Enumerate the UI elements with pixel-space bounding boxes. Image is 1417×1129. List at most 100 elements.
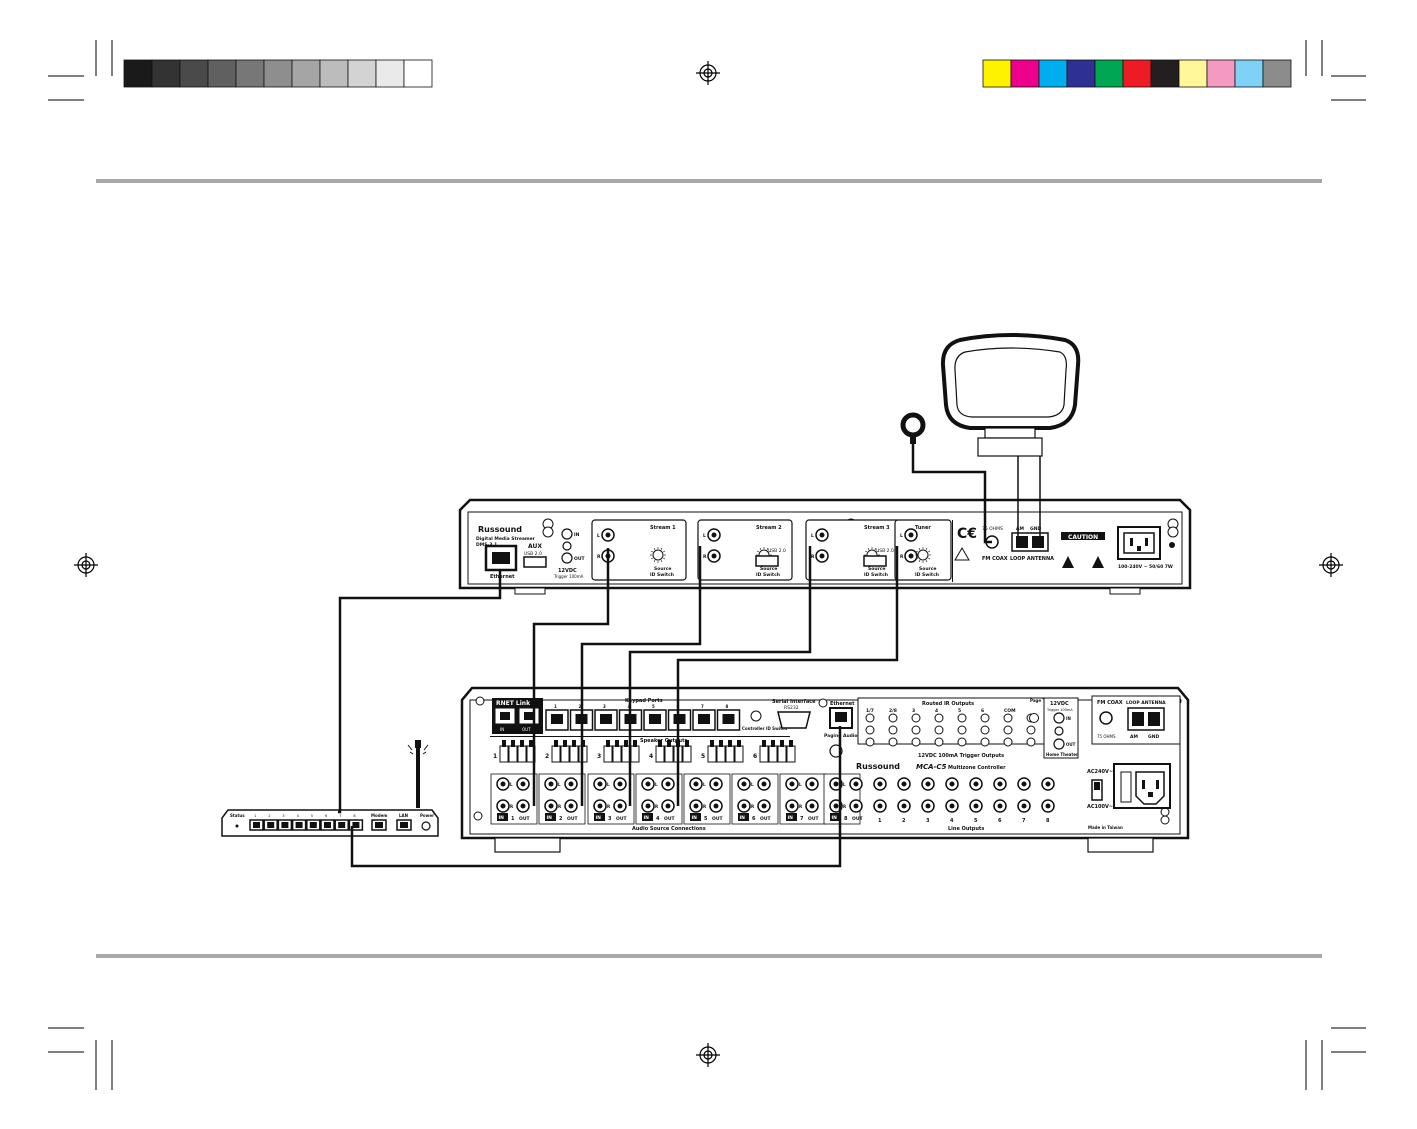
speaker-output-number: 5 (701, 753, 705, 760)
audio-source-label: Audio Source Connections (632, 826, 706, 832)
ir-jack[interactable] (911, 725, 921, 735)
left-channel-label: L (655, 782, 658, 787)
ir-jack[interactable] (911, 737, 921, 747)
source-id-switch[interactable] (652, 549, 664, 561)
color-swatch (1206, 59, 1236, 88)
usb-port[interactable] (863, 555, 887, 567)
color-swatch (1122, 59, 1152, 88)
keypad-ports-label: Keypad Ports (625, 698, 663, 704)
controller-fm-coax-jack[interactable] (1099, 711, 1113, 725)
source-id-switch[interactable] (917, 549, 929, 561)
ir-jack[interactable] (934, 737, 944, 747)
ir-jack[interactable] (865, 713, 875, 723)
controller-trigger-out-jack[interactable] (1053, 738, 1065, 750)
ir-jack[interactable] (1026, 725, 1036, 735)
streamer-power-rating: 100-240V ~ 50/60 7W (1118, 564, 1173, 570)
speaker-terminal-block[interactable] (759, 740, 796, 763)
source-out-label: OUT (567, 816, 578, 822)
speaker-terminal-block[interactable] (603, 740, 640, 763)
right-channel-label: R (751, 804, 754, 809)
controller-trigger-in: IN (1066, 716, 1071, 721)
ir-jack[interactable] (980, 725, 990, 735)
left-channel-label: L (811, 533, 814, 539)
ir-jack[interactable] (980, 737, 990, 747)
ir-jack[interactable] (1003, 737, 1013, 747)
color-swatch (1234, 59, 1264, 88)
streamer-trigger-sub: Trigger 100mA (553, 574, 584, 579)
usb-port[interactable] (755, 555, 779, 567)
color-swatch (403, 59, 433, 88)
router-port-number: 8 (353, 814, 355, 818)
router-power-label: Power (420, 813, 434, 818)
controller-id-switch[interactable] (750, 710, 762, 722)
color-swatch (1262, 59, 1292, 88)
ir-jack[interactable] (911, 713, 921, 723)
ir-jack[interactable] (980, 713, 990, 723)
streamer-trigger-label: 12VDC (558, 568, 577, 574)
speaker-outputs-label: Speaker Outputs (640, 738, 687, 744)
source-in-label: IN (499, 815, 505, 821)
left-channel-label: L (843, 782, 846, 787)
source-id-line1: Source (868, 566, 885, 572)
source-in-label: IN (788, 815, 794, 821)
keypad-port-number: 3 (603, 704, 606, 709)
speaker-terminal-block[interactable] (707, 740, 744, 763)
controller-ethernet-label: Ethernet (830, 701, 855, 707)
controller-model-sub: Multizone Controller (948, 765, 1006, 771)
left-channel-label: L (751, 782, 754, 787)
streamer-aux-usb-port[interactable] (523, 556, 547, 568)
controller-trigger-out: OUT (1066, 742, 1076, 747)
ir-jack[interactable] (957, 713, 967, 723)
color-swatch (207, 59, 237, 88)
ir-jack[interactable] (888, 725, 898, 735)
ac240-label: AC240V~ (1087, 769, 1113, 775)
ir-jack[interactable] (1003, 713, 1013, 723)
fm-antenna-cable (911, 444, 992, 544)
router-port-number: 6 (325, 814, 327, 818)
color-swatch (1150, 59, 1180, 88)
streamer-trigger-in-jack[interactable] (561, 528, 573, 540)
controller-trigger-in-jack[interactable] (1053, 712, 1065, 724)
color-swatch (151, 59, 181, 88)
source-id-line1: Source (760, 566, 777, 572)
source-out-label: OUT (760, 816, 771, 822)
source-number: 1 (511, 816, 515, 822)
speaker-output-number: 1 (493, 753, 497, 760)
ir-jack[interactable] (957, 737, 967, 747)
color-swatch (1178, 59, 1208, 88)
ir-jack[interactable] (888, 713, 898, 723)
source-id-line2: ID Switch (915, 572, 939, 578)
source-number: 5 (704, 816, 708, 822)
line-output-number: 4 (950, 818, 954, 824)
controller-fm-ohms: 75 OHMS (1097, 734, 1116, 739)
ir-jack[interactable] (934, 725, 944, 735)
fm-antenna-connector (900, 412, 926, 444)
keypad-port-number: 2 (579, 704, 582, 709)
ir-jack[interactable] (888, 737, 898, 747)
color-swatch (319, 59, 349, 88)
ir-jack[interactable] (957, 725, 967, 735)
ir-jack[interactable] (865, 725, 875, 735)
streamer-trigger-in: IN (574, 532, 580, 538)
router-power-jack[interactable] (421, 821, 431, 831)
ir-jack[interactable] (934, 713, 944, 723)
ir-jack[interactable] (1026, 737, 1036, 747)
rs232-port[interactable] (777, 711, 811, 729)
streamer-trigger-out-jack[interactable] (561, 552, 573, 564)
source-in-label: IN (596, 815, 602, 821)
color-swatch (982, 59, 1012, 88)
page-trigger-jack[interactable] (1029, 713, 1039, 723)
left-channel-label: L (703, 782, 706, 787)
left-channel-label: L (900, 533, 903, 539)
router-port-number: 3 (282, 814, 284, 818)
routed-ir-label: Routed IR Outputs (922, 701, 974, 707)
crop-marks (48, 40, 1366, 1090)
source-number: 7 (800, 816, 804, 822)
source-out-label: OUT (712, 816, 723, 822)
speaker-terminal-block[interactable] (499, 740, 536, 763)
controller-gnd-label: GND (1148, 734, 1159, 740)
right-channel-label: R (811, 554, 815, 560)
ir-jack[interactable] (865, 737, 875, 747)
streamer-fm-ohms: 75 OHMS (982, 526, 1003, 532)
ir-jack[interactable] (1003, 725, 1013, 735)
